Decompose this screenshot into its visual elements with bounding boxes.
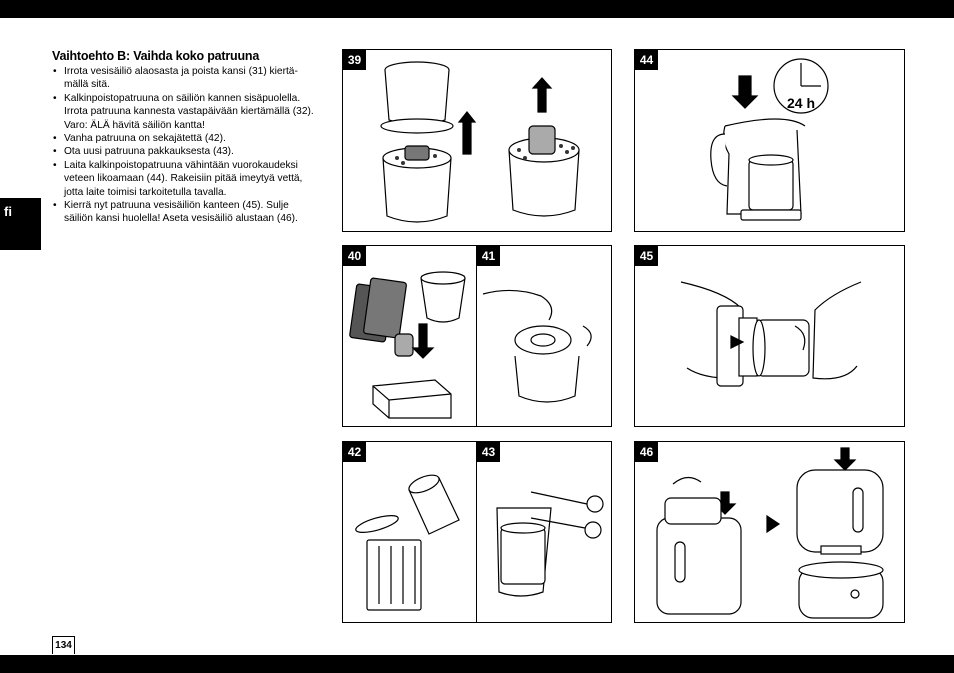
instructions-column: Vaihtoehto B: Vaihda koko patruuna Irrot…: [52, 49, 322, 226]
section-title: Vaihtoehto B: Vaihda koko patruuna: [52, 49, 260, 63]
list-item: Laita kalkinpoistopatruuna vähintään vuo…: [52, 159, 322, 199]
figure-46-panel: 46: [634, 441, 905, 623]
list-item: Ota uusi patruuna pakkauksesta (43).: [52, 145, 322, 159]
top-bar: [0, 0, 954, 18]
language-tab: fi: [0, 198, 41, 250]
figure-number: 45: [635, 246, 658, 266]
clock-label: 24 h: [787, 95, 815, 111]
panel-divider: [476, 246, 477, 426]
figure-number: 44: [635, 50, 658, 70]
figure-42-43-panel: 42 43: [342, 441, 612, 623]
figure-46-illustration: [656, 447, 884, 619]
figure-40-41-illustration: [349, 271, 592, 419]
figure-number: 43: [477, 442, 500, 462]
steps-list: Irrota vesisäiliö alaosasta ja poista ka…: [52, 65, 322, 226]
figure-39-panel: 39: [342, 49, 612, 232]
figure-number: 39: [343, 50, 366, 70]
figure-45-panel: 45: [634, 245, 905, 427]
figure-39-illustration: [380, 61, 580, 223]
list-item: Irrota vesisäiliö alaosasta ja poista ka…: [52, 65, 322, 92]
list-item: Kierrä nyt patruuna vesisäiliön kanteen …: [52, 199, 322, 226]
list-item: Vanha patruuna on sekajätettä (42).: [52, 132, 322, 146]
figure-40-41-panel: 40 41: [342, 245, 612, 427]
page-number: 134: [52, 636, 75, 654]
bottom-bar: [0, 655, 954, 673]
figure-number: 42: [343, 442, 366, 462]
panel-divider: [476, 442, 477, 622]
figure-number: 46: [635, 442, 658, 462]
list-item: Kalkinpoistopatruuna on säiliön kannen s…: [52, 92, 322, 132]
figure-44-panel: 44 24 h: [634, 49, 905, 232]
figure-44-illustration: 24 h: [710, 58, 829, 221]
figure-number: 40: [343, 246, 366, 266]
figure-number: 41: [477, 246, 500, 266]
language-tab-label: fi: [4, 204, 12, 219]
figure-42-43-illustration: [355, 474, 604, 611]
figure-45-illustration: [680, 281, 862, 387]
